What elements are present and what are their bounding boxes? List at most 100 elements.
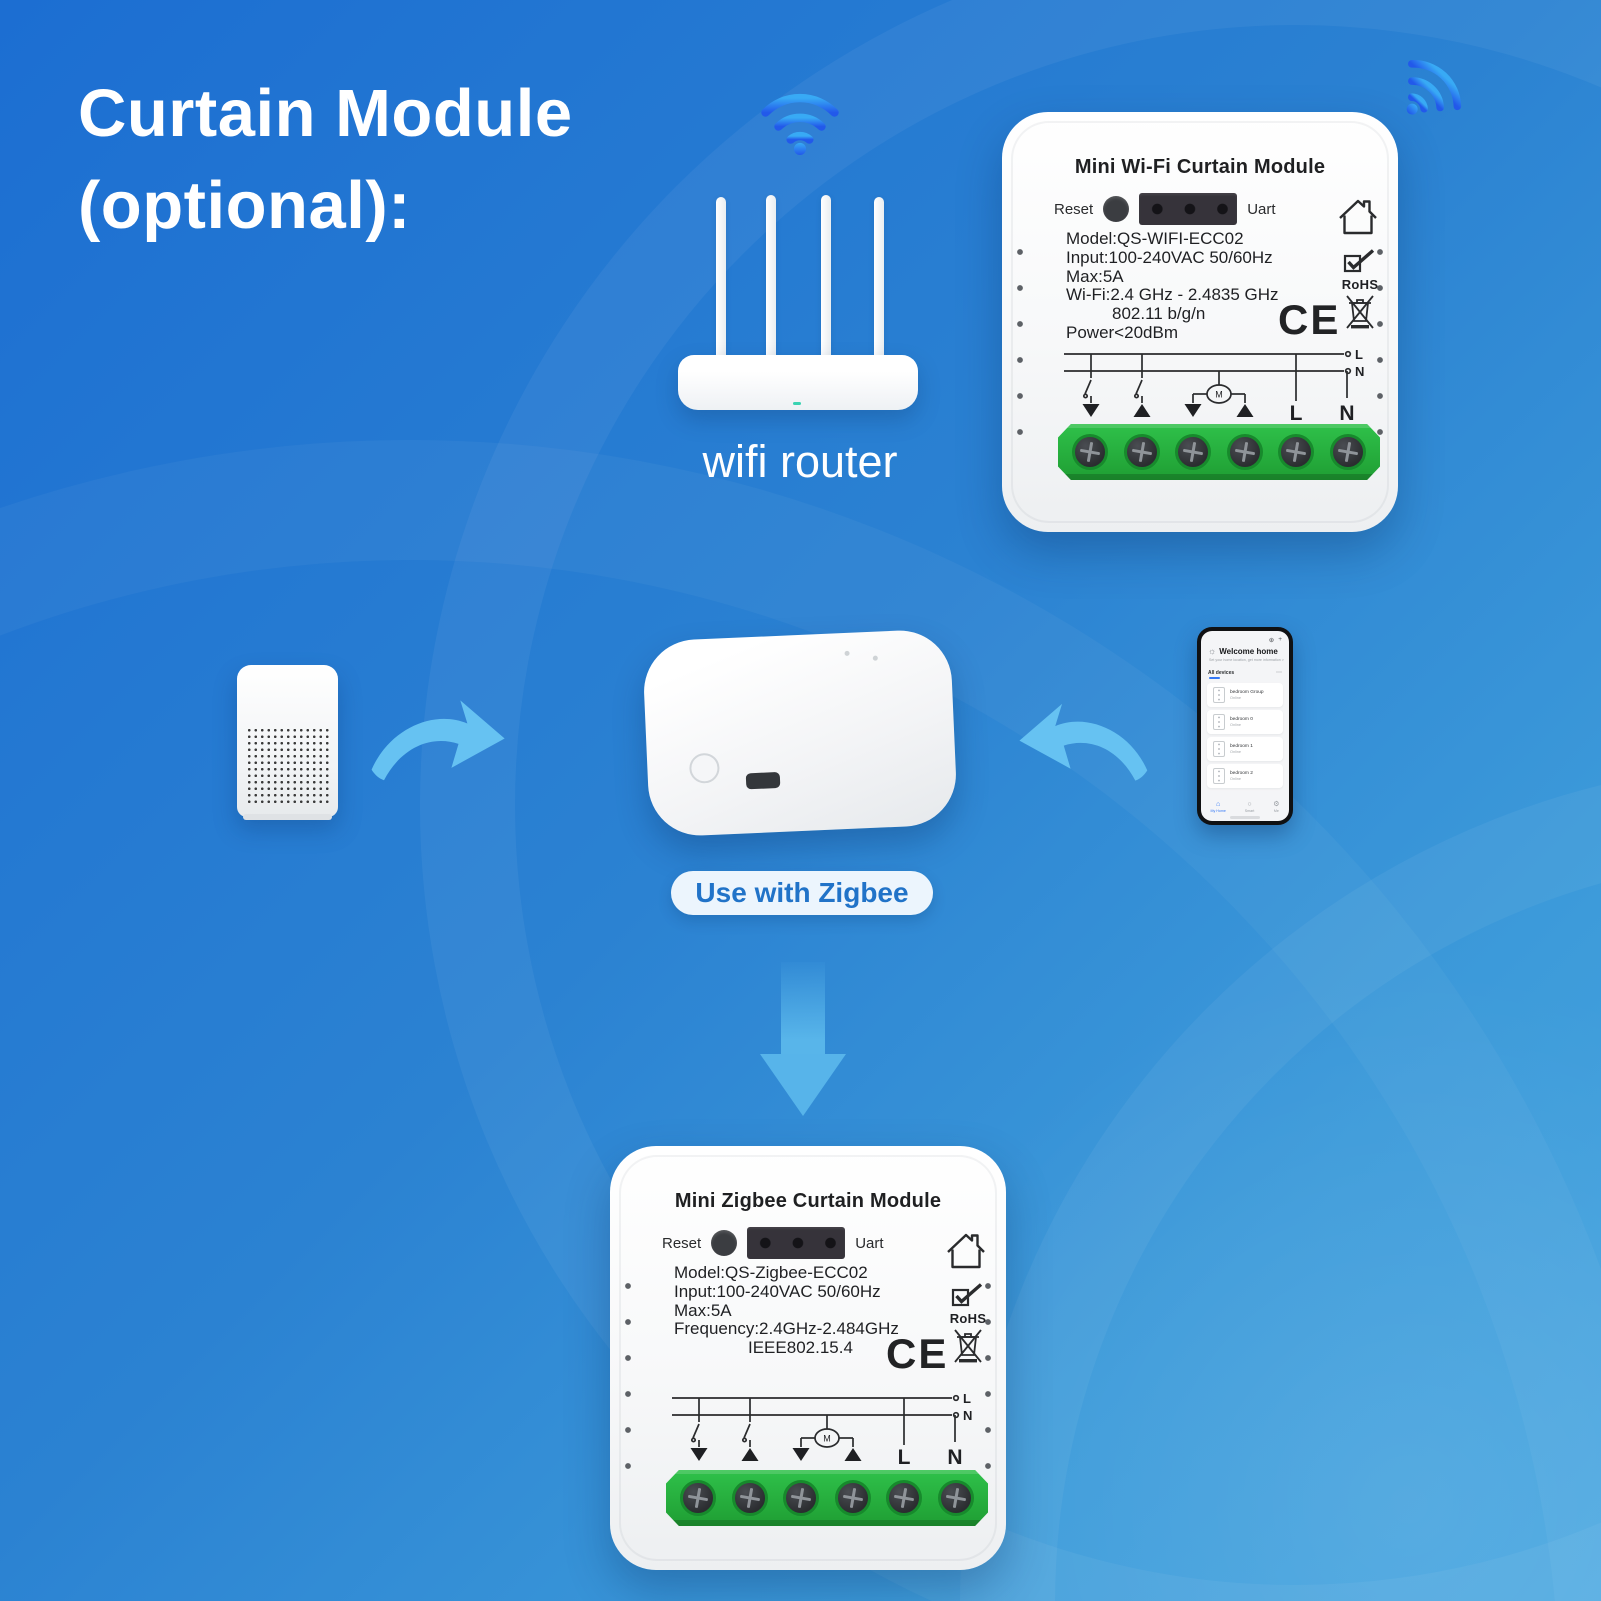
gateway-led — [872, 655, 878, 661]
device-card[interactable]: bedroom 2 Online — [1207, 764, 1283, 788]
device-list: bedroom Group Online bedroom 0 Online be… — [1207, 683, 1283, 788]
wifi-curtain-module: Mini Wi-Fi Curtain Module Reset Uart RoH… — [993, 112, 1407, 532]
uart-port — [747, 1227, 846, 1259]
wifi-icon — [761, 93, 839, 155]
router-label: wifi router — [702, 436, 898, 487]
use-with-zigbee-badge: Use with Zigbee — [671, 871, 933, 915]
spec-line: 802.11 b/g/n — [1112, 304, 1206, 324]
spec-line: Frequency:2.4GHz-2.484GHz — [674, 1319, 899, 1339]
zigbee-gateway — [641, 628, 959, 838]
curtain-switch-icon — [1213, 768, 1225, 784]
sun-icon: ☼ — [1208, 646, 1217, 656]
reset-label: Reset — [1054, 200, 1094, 218]
device-status: Online — [1230, 723, 1241, 727]
reset-uart-row: Reset Uart — [1054, 192, 1276, 226]
terminal-screw — [783, 1480, 820, 1516]
terminal-block — [666, 1470, 988, 1526]
wire-label-l: L — [963, 1391, 971, 1406]
wire-label-l: L — [1355, 347, 1363, 362]
router-antenna — [821, 195, 831, 357]
reset-button[interactable] — [1103, 196, 1130, 222]
motor-label: M — [1215, 390, 1223, 400]
all-devices-label: All devices — [1208, 669, 1235, 676]
device-card[interactable]: bedroom Group Online — [1207, 683, 1283, 707]
curtain-switch-icon — [1213, 687, 1225, 703]
router-antenna — [874, 197, 884, 359]
spec-line: Model:QS-WIFI-ECC02 — [1066, 229, 1244, 248]
page-title-line1: Curtain Module — [78, 76, 573, 151]
spec-line: Input:100-240VAC 50/60Hz — [674, 1281, 881, 1301]
terminal-label-n: N — [1339, 402, 1354, 425]
module-specs: Model:QS-Zigbee-ECC02 Input:100-240VAC 5… — [674, 1263, 899, 1358]
spec-line: Model:QS-Zigbee-ECC02 — [674, 1263, 868, 1282]
vent-holes — [624, 1268, 632, 1484]
house-icon — [1339, 199, 1377, 235]
welcome-subtitle: Set your home location, get more informa… — [1209, 658, 1284, 662]
device-status: Online — [1230, 696, 1241, 700]
speaker-grill — [246, 727, 329, 807]
spec-line: Power<20dBm — [1066, 322, 1178, 342]
wire-label-n: N — [963, 1408, 972, 1423]
spec-line: Max:5A — [1066, 266, 1124, 286]
terminal-screw — [1175, 434, 1212, 470]
spec-line: Input:100-240VAC 50/60Hz — [1066, 247, 1273, 267]
spec-line: IEEE802.15.4 — [748, 1338, 853, 1358]
device-name: bedroom Group — [1230, 690, 1264, 695]
ce-mark: CE — [1278, 296, 1341, 343]
down-arrow-icon — [760, 962, 846, 1116]
device-name: bedroom 1 — [1230, 744, 1253, 749]
add-icon[interactable]: + — [1278, 636, 1282, 643]
device-card[interactable]: bedroom 0 Online — [1207, 710, 1283, 734]
vent-holes — [1016, 234, 1024, 450]
down-arrow-head — [760, 1054, 846, 1116]
reset-button[interactable] — [711, 1230, 738, 1256]
more-icon[interactable]: ⋯ — [1276, 670, 1282, 676]
gateway-usb-port — [745, 771, 781, 790]
module-specs: Model:QS-WIFI-ECC02 Input:100-240VAC 50/… — [1066, 229, 1279, 343]
device-name: bedroom 0 — [1230, 717, 1253, 722]
scan-icon[interactable]: ⊕ — [1268, 637, 1275, 644]
gateway-led — [844, 650, 850, 656]
reset-label: Reset — [662, 1234, 702, 1252]
module-title: Mini Zigbee Curtain Module — [674, 1190, 942, 1212]
home-icon: ⌂ — [1216, 801, 1221, 808]
nav-smart[interactable]: ○ Smart — [1244, 801, 1255, 813]
home-indicator — [1230, 815, 1260, 819]
vent-holes — [984, 1268, 992, 1484]
terminal-label-l: L — [898, 1446, 911, 1469]
motor-label: M — [823, 1434, 831, 1444]
weee-bin-icon — [954, 1329, 982, 1363]
rohs-label: RoHS — [1341, 277, 1379, 292]
rohs-check-icon — [1343, 249, 1375, 273]
ce-mark: CE — [886, 1330, 949, 1377]
device-name: bedroom 2 — [1230, 771, 1253, 776]
router-led — [793, 402, 801, 405]
rohs-check-icon — [951, 1283, 983, 1307]
terminal-label-l: L — [1290, 402, 1303, 425]
uart-label: Uart — [1247, 200, 1276, 218]
arrow-right-icon — [371, 700, 505, 781]
gateway-pairing-button[interactable] — [688, 752, 721, 784]
phone-screen: ⊕ + ☼ Welcome home Set your home locatio… — [1201, 631, 1289, 821]
smartphone: ⊕ + ☼ Welcome home Set your home locatio… — [1197, 627, 1293, 825]
bottom-nav: ⌂ My Home ○ Smart ⚙ Me — [1201, 801, 1289, 813]
active-tab-indicator — [1209, 677, 1220, 679]
router-antenna — [766, 195, 776, 357]
device-status: Online — [1230, 750, 1241, 754]
wiring-diagram: L N M L N — [672, 1391, 972, 1469]
speaker-base — [243, 814, 332, 820]
down-arrow-shaft — [781, 962, 825, 1054]
device-card[interactable]: bedroom 1 Online — [1207, 737, 1283, 761]
page-title-line2: (optional): — [78, 168, 411, 244]
terminal-block — [1058, 424, 1380, 480]
nav-me[interactable]: ⚙ Me — [1273, 801, 1280, 813]
wire-label-n: N — [1355, 364, 1364, 379]
router-antenna — [716, 197, 726, 359]
smart-speaker — [237, 665, 338, 820]
terminal-screw — [1329, 434, 1366, 470]
nav-my-home[interactable]: ⌂ My Home — [1210, 801, 1226, 813]
wifi-router — [660, 195, 940, 415]
curtain-switch-icon — [1213, 714, 1225, 730]
zigbee-curtain-module: Mini Zigbee Curtain Module Reset Uart Ro… — [601, 1146, 1015, 1570]
terminal-screw — [680, 1480, 716, 1516]
